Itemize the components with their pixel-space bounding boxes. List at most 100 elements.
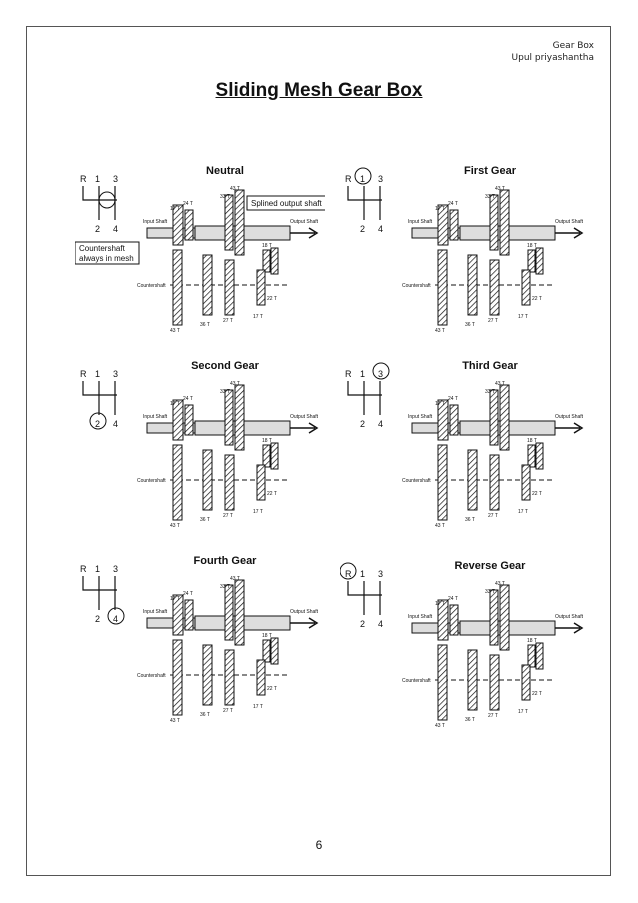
shift-r: R xyxy=(80,174,87,184)
countershaft-gear-2 xyxy=(467,254,478,316)
shift-gate xyxy=(82,186,117,220)
callout-countershaft-2: always in mesh xyxy=(79,254,134,263)
shift-4: 4 xyxy=(113,614,118,624)
countershaft-gear-4 xyxy=(256,464,266,501)
shift-4: 4 xyxy=(378,619,383,629)
gear-5 xyxy=(527,444,536,468)
diagram-title: Reverse Gear xyxy=(455,560,527,572)
label-input-shaft: Input Shaft xyxy=(408,614,433,620)
label-output-shaft: Output Shaft xyxy=(290,219,319,225)
shift-2: 2 xyxy=(95,614,100,624)
shift-selected-ring xyxy=(354,167,372,185)
label-36t: 36 T xyxy=(465,717,475,723)
callout-splined-output-shaft: Splined output shaft xyxy=(251,199,322,208)
label-24t: 24 T xyxy=(183,591,193,597)
label-22t: 22 T xyxy=(532,491,542,497)
output-arrow xyxy=(555,227,584,239)
shift-2: 2 xyxy=(95,419,100,429)
gear-2 xyxy=(449,604,459,636)
label-27t: 27 T xyxy=(488,713,498,719)
label-17t-bottom: 17 T xyxy=(518,509,528,515)
shift-4: 4 xyxy=(378,419,383,429)
gear-1 xyxy=(172,594,184,636)
gear-2 xyxy=(449,404,459,436)
label-input-shaft: Input Shaft xyxy=(143,414,168,420)
label-22t: 22 T xyxy=(267,686,277,692)
shift-r: R xyxy=(80,369,87,379)
label-18t: 18 T xyxy=(262,243,272,249)
label-output-shaft: Output Shaft xyxy=(555,219,584,225)
shift-1: 1 xyxy=(360,174,365,184)
output-arrow xyxy=(290,617,319,629)
gear-6 xyxy=(535,642,544,670)
page-header: Gear Box Upul priyashantha xyxy=(512,40,594,64)
countershaft-gear-4 xyxy=(256,659,266,696)
label-43t-top: 43 T xyxy=(495,186,505,192)
shift-selected-ring xyxy=(89,412,107,430)
gear-6 xyxy=(270,637,279,665)
label-17t-top: 17 T xyxy=(435,206,445,212)
gear-2 xyxy=(184,599,194,631)
gear-6 xyxy=(270,442,279,470)
gear-3 xyxy=(224,389,234,446)
gear-2 xyxy=(184,404,194,436)
label-24t: 24 T xyxy=(448,596,458,602)
callout-box-countershaft xyxy=(75,241,140,265)
shift-1: 1 xyxy=(95,369,100,379)
label-43t-top: 43 T xyxy=(495,381,505,387)
label-countershaft: Countershaft xyxy=(402,283,431,289)
shift-4: 4 xyxy=(113,419,118,429)
page-number: 6 xyxy=(315,838,323,852)
label-36t: 36 T xyxy=(465,517,475,523)
label-43t-top: 43 T xyxy=(230,576,240,582)
diagram-title: Second Gear xyxy=(191,360,260,372)
countershaft-gear-2 xyxy=(202,254,213,316)
diagram-title: First Gear xyxy=(464,165,517,177)
label-17t-bottom: 17 T xyxy=(518,314,528,320)
label-17t-bottom: 17 T xyxy=(253,314,263,320)
label-input-shaft: Input Shaft xyxy=(408,219,433,225)
countershaft-gear-3 xyxy=(224,259,235,316)
label-output-shaft: Output Shaft xyxy=(290,609,319,615)
label-22t: 22 T xyxy=(532,691,542,697)
page-title: Sliding Mesh Gear Box xyxy=(215,80,423,101)
label-17t-bottom: 17 T xyxy=(253,509,263,515)
shift-gate xyxy=(82,576,117,610)
label-24t: 24 T xyxy=(448,201,458,207)
label-17t-top: 17 T xyxy=(435,601,445,607)
gear-1 xyxy=(437,204,449,246)
shift-3: 3 xyxy=(378,174,383,184)
shift-selected-ring xyxy=(372,362,390,380)
label-input-shaft: Input Shaft xyxy=(408,414,433,420)
shift-1: 1 xyxy=(95,564,100,574)
shift-neutral-ring xyxy=(98,191,116,209)
label-33t: 33 T xyxy=(485,194,495,200)
label-24t: 24 T xyxy=(183,396,193,402)
label-33t: 33 T xyxy=(220,389,230,395)
shift-3: 3 xyxy=(113,174,118,184)
label-24t: 24 T xyxy=(183,201,193,207)
gear-3 xyxy=(224,194,234,251)
shift-r: R xyxy=(345,369,352,379)
output-arrow xyxy=(290,422,319,434)
shift-3: 3 xyxy=(113,369,118,379)
output-arrow xyxy=(555,622,584,634)
diagram-title: Third Gear xyxy=(462,360,518,372)
shift-selected-ring xyxy=(107,607,125,625)
countershaft-gear-1 xyxy=(172,444,183,521)
shift-r: R xyxy=(80,564,87,574)
gear-4 xyxy=(234,384,245,451)
label-18t: 18 T xyxy=(527,438,537,444)
diagram-title: Neutral xyxy=(206,165,244,177)
label-countershaft: Countershaft xyxy=(137,673,166,679)
label-27t: 27 T xyxy=(223,513,233,519)
shift-2: 2 xyxy=(360,224,365,234)
diagram-title: Fourth Gear xyxy=(194,555,258,567)
label-18t: 18 T xyxy=(262,633,272,639)
